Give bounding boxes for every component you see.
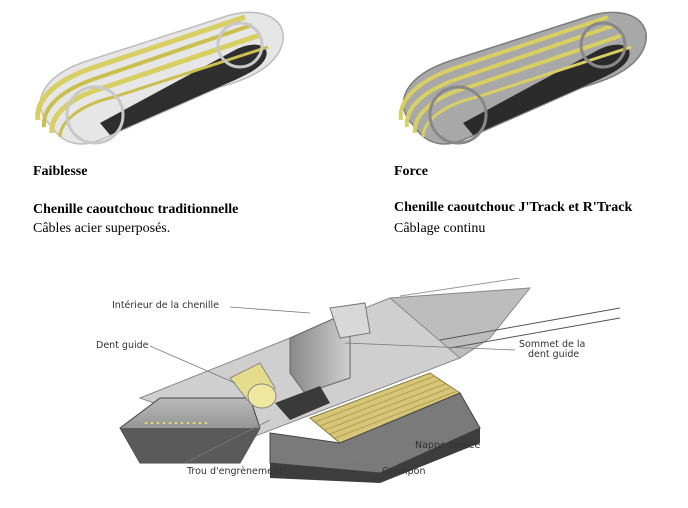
label-trou-engrenement: Trou d'engrènement: [187, 466, 283, 477]
jtrack-image: [398, 11, 647, 145]
left-heading: Faiblesse: [33, 164, 88, 179]
traditional-track-image: [35, 11, 284, 145]
left-description: Câbles acier superposés.: [33, 221, 171, 236]
label-crampon: Crampon: [382, 466, 426, 477]
label-dent-guide: Dent guide: [96, 340, 149, 351]
label-sommet-dent-guide-line1: Sommet de la: [519, 339, 586, 350]
label-sommet-dent-guide-line2: dent guide: [528, 349, 580, 360]
right-subtitle: Chenille caoutchouc J'Track et R'Track: [394, 200, 633, 215]
label-interieur-chenille: Intérieur de la chenille: [112, 300, 219, 311]
label-nappe-cablee: Nappe cablée: [415, 440, 481, 451]
left-subtitle: Chenille caoutchouc traditionnelle: [33, 202, 239, 217]
right-description: Câblage continu: [394, 221, 486, 236]
right-heading: Force: [394, 164, 428, 179]
track-cutaway-diagram: [119, 278, 621, 483]
